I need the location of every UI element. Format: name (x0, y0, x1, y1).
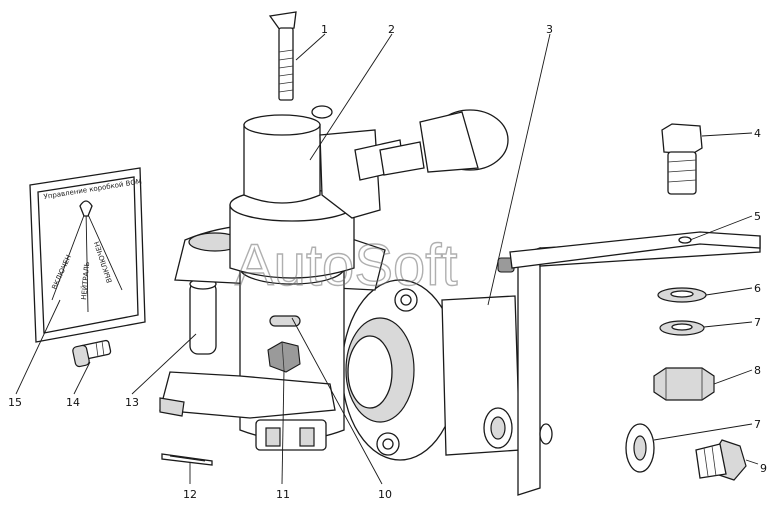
spring-washer-lower (625, 423, 655, 473)
watermark-text: AutoSoft (235, 233, 457, 298)
callout-13: 13 (125, 396, 139, 409)
countersunk-screw (268, 11, 297, 101)
callout-7-upper: 7 (754, 316, 761, 329)
callout-2: 2 (388, 23, 395, 36)
spring-washer-upper (659, 320, 705, 336)
hex-bolt (661, 123, 703, 195)
callout-15: 15 (8, 396, 22, 409)
control-lever (159, 371, 336, 451)
flat-washer (657, 287, 707, 303)
callout-6: 6 (754, 282, 761, 295)
drain-plug (695, 439, 747, 481)
cotter-pin (161, 453, 213, 466)
leader-lines (15, 33, 759, 485)
callout-5: 5 (754, 210, 761, 223)
callout-labels: 1 2 3 4 5 6 7 8 7 9 10 11 12 13 14 15 (8, 23, 767, 501)
solenoid-cap (243, 105, 509, 219)
strap (509, 231, 761, 269)
callout-12: 12 (183, 488, 197, 501)
hex-nut (653, 367, 715, 401)
callout-8: 8 (754, 364, 761, 377)
breather-fitting (72, 339, 112, 368)
callout-10: 10 (378, 488, 392, 501)
callout-1: 1 (321, 23, 328, 36)
callout-7-lower: 7 (754, 418, 761, 431)
callout-11: 11 (276, 488, 290, 501)
callout-3: 3 (546, 23, 553, 36)
lever-pin (189, 278, 217, 355)
plate-line-2: НЕЙТРАЛЬ (79, 261, 91, 300)
callout-4: 4 (754, 127, 761, 140)
hex-nut-on-stem (267, 341, 301, 373)
callout-14: 14 (66, 396, 80, 409)
callout-9: 9 (760, 462, 767, 475)
instruction-plate: Управление коробкой ВОМ ВКЛЮЧЕН НЕЙТРАЛЬ… (29, 167, 146, 343)
